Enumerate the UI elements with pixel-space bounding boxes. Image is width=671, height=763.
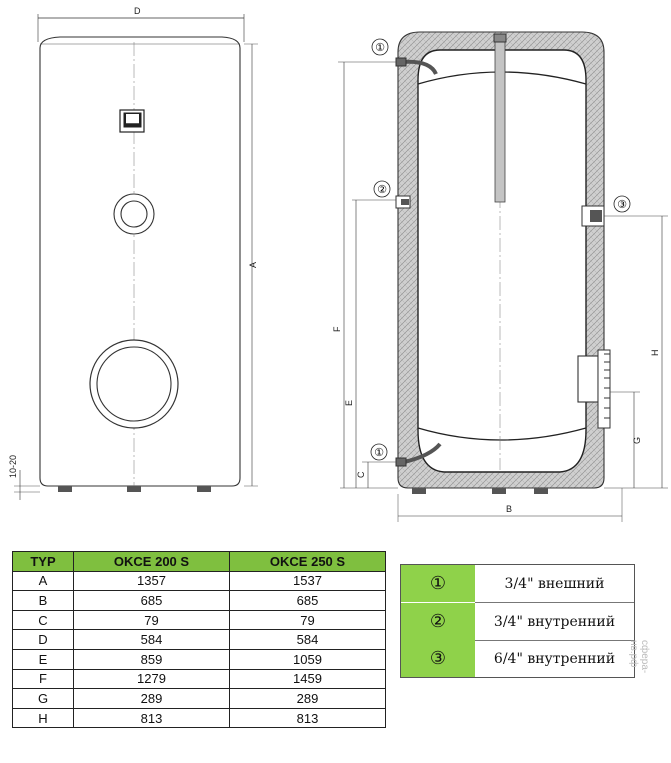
legend-text: 3/4" внутренний [493, 613, 616, 630]
cell-typ: E [12, 648, 74, 670]
dim-label-e: E [344, 400, 354, 406]
dim-label-b: B [506, 504, 512, 514]
cell-typ: A [12, 570, 74, 592]
marker-1-bottom: ① [374, 446, 384, 459]
marker-2: ② [377, 183, 387, 196]
legend-marker: ③ [401, 640, 475, 677]
table-row: G 289 289 [12, 688, 386, 709]
foot-center [127, 486, 141, 492]
marker-3: ③ [617, 198, 627, 211]
table-row: F 1279 1459 [12, 668, 386, 690]
front-view: D A 10-20 [8, 6, 258, 500]
table-row: A 1357 1537 [12, 570, 386, 592]
dim-label-h: H [650, 350, 660, 357]
cell-typ: F [12, 668, 74, 690]
col-header-okce200: OKCE 200 S [73, 551, 230, 572]
cell-typ: G [12, 688, 74, 709]
dim-label-d: D [134, 6, 141, 16]
table-row: D 584 584 [12, 629, 386, 650]
dim-label-f: F [332, 326, 342, 332]
foot-right [197, 486, 211, 492]
col-header-typ: TYP [12, 551, 74, 572]
dim-label-range: 10-20 [8, 455, 18, 478]
cell-typ: H [12, 707, 74, 729]
cell-typ: B [12, 590, 74, 611]
dim-label-c: C [356, 471, 366, 478]
spec-table: TYP OKCE 200 S OKCE 250 S A 1357 1537 B … [12, 551, 386, 729]
table-row: B 685 685 [12, 590, 386, 611]
technical-drawing: D A 10-20 [8, 6, 668, 522]
col-header-okce250: OKCE 250 S [229, 551, 386, 572]
dim-label-a: A [248, 262, 258, 268]
legend-text: 3/4" внешний [504, 575, 605, 592]
cell-v200: 289 [73, 688, 230, 709]
cell-v200: 1357 [73, 570, 230, 592]
legend-text: 6/4" внутренний [493, 650, 616, 667]
legend-marker: ① [401, 565, 475, 602]
table-row: C 79 79 [12, 609, 386, 631]
cell-typ: D [12, 629, 74, 650]
legend-marker: ② [401, 603, 475, 640]
table-header-row: TYP OKCE 200 S OKCE 250 S [12, 551, 386, 572]
connection-legend: ① 3/4" внешний ② 3/4" внутренний ③ 6/4" … [400, 564, 635, 678]
marker-1-top: ① [375, 41, 385, 54]
table-row: H 813 813 [12, 707, 386, 729]
cell-v250: 289 [229, 688, 386, 709]
legend-divider [475, 640, 634, 641]
section-view: F E C B H G ① ② ③ ① [332, 31, 668, 522]
cell-v250: 584 [229, 629, 386, 650]
cell-v250: 79 [229, 609, 386, 631]
watermark: сфера-нв.рф [628, 640, 650, 674]
cell-v200: 584 [73, 629, 230, 650]
cell-typ: C [12, 609, 74, 631]
cell-v250: 1059 [229, 648, 386, 670]
cell-v200: 1279 [73, 668, 230, 690]
cell-v250: 685 [229, 590, 386, 611]
legend-row: ③ 6/4" внутренний [401, 640, 634, 677]
dim-label-g: G [632, 437, 642, 444]
cell-v250: 813 [229, 707, 386, 729]
heater-flange [577, 355, 599, 403]
legend-divider [475, 602, 634, 603]
anode-rod [494, 39, 506, 203]
cell-v200: 859 [73, 648, 230, 670]
cell-v200: 685 [73, 590, 230, 611]
cell-v200: 813 [73, 707, 230, 729]
cell-v250: 1459 [229, 668, 386, 690]
cell-v200: 79 [73, 609, 230, 631]
cell-v250: 1537 [229, 570, 386, 592]
boiler-body [39, 36, 241, 487]
legend-row: ① 3/4" внешний [401, 565, 634, 602]
foot-left [58, 486, 72, 492]
table-row: E 859 1059 [12, 648, 386, 670]
inner-tank [417, 49, 587, 473]
legend-row: ② 3/4" внутренний [401, 603, 634, 640]
